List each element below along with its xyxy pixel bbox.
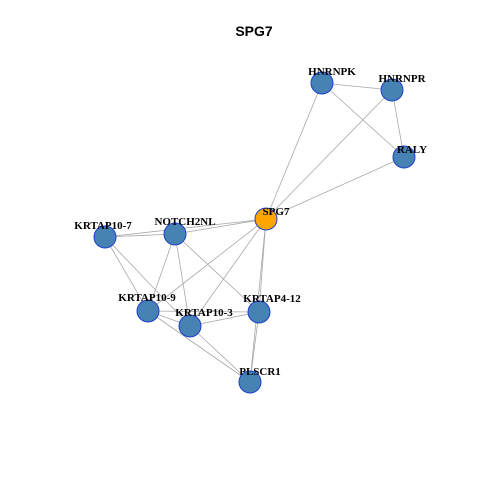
edge-krtap10-7-krtap10-9 — [104, 236, 149, 312]
edge-spg7-notch2nl — [174, 218, 267, 235]
node-label-spg7: SPG7 — [263, 206, 290, 218]
node-label-krtap4-12: KRTAP4-12 — [243, 293, 301, 305]
node-label-krtap10-3: KRTAP10-3 — [175, 307, 233, 319]
node-hnrnpr — [380, 78, 404, 102]
edge-hnrnpk-hnrnpr — [321, 82, 393, 91]
edge-notch2nl-krtap10-3 — [174, 233, 191, 327]
node-label-krtap10-7: KRTAP10-7 — [74, 220, 132, 232]
node-label-krtap10-9: KRTAP10-9 — [118, 292, 176, 304]
nodes-layer — [93, 71, 416, 394]
node-notch2nl — [163, 222, 187, 246]
node-spg7 — [254, 207, 278, 231]
edge-spg7-krtap10-3 — [189, 218, 267, 327]
edge-krtap10-7-notch2nl — [104, 233, 176, 238]
edge-krtap10-9-krtap4-12 — [147, 310, 260, 313]
node-label-plscr1: PLSCR1 — [239, 366, 281, 378]
edge-spg7-krtap10-7 — [104, 218, 267, 238]
edge-hnrnpk-raly — [321, 82, 405, 158]
graph-title: SPG7 — [235, 23, 273, 39]
edge-spg7-krtap10-9 — [147, 218, 267, 312]
node-krtap10-9 — [136, 299, 160, 323]
edge-krtap4-12-plscr1 — [249, 311, 260, 383]
node-label-notch2nl: NOTCH2NL — [154, 216, 215, 228]
node-label-hnrnpr: HNRNPR — [378, 73, 426, 85]
edge-notch2nl-krtap4-12 — [174, 233, 260, 313]
edge-spg7-hnrnpk — [265, 82, 323, 220]
edge-spg7-raly — [265, 156, 405, 220]
edge-notch2nl-krtap10-9 — [147, 233, 176, 312]
node-label-raly: RALY — [397, 144, 427, 156]
node-plscr1 — [238, 370, 262, 394]
node-krtap4-12 — [247, 300, 271, 324]
edge-krtap10-3-krtap4-12 — [189, 311, 260, 327]
edges-layer — [104, 82, 405, 383]
labels-layer: SPG7 HNRNPK HNRNPR RALY KRTAP10-7 NOTCH2NL KRT… — [74, 66, 427, 378]
edge-krtap10-9-plscr1 — [147, 310, 251, 383]
edge-spg7-hnrnpr — [265, 89, 393, 220]
node-krtap10-7 — [93, 225, 117, 249]
node-raly — [392, 145, 416, 169]
node-krtap10-3 — [178, 314, 202, 338]
edge-krtap10-3-plscr1 — [189, 325, 251, 383]
node-hnrnpk — [310, 71, 334, 95]
node-label-hnrnpk: HNRNPK — [308, 66, 356, 78]
edge-spg7-plscr1 — [249, 218, 267, 383]
